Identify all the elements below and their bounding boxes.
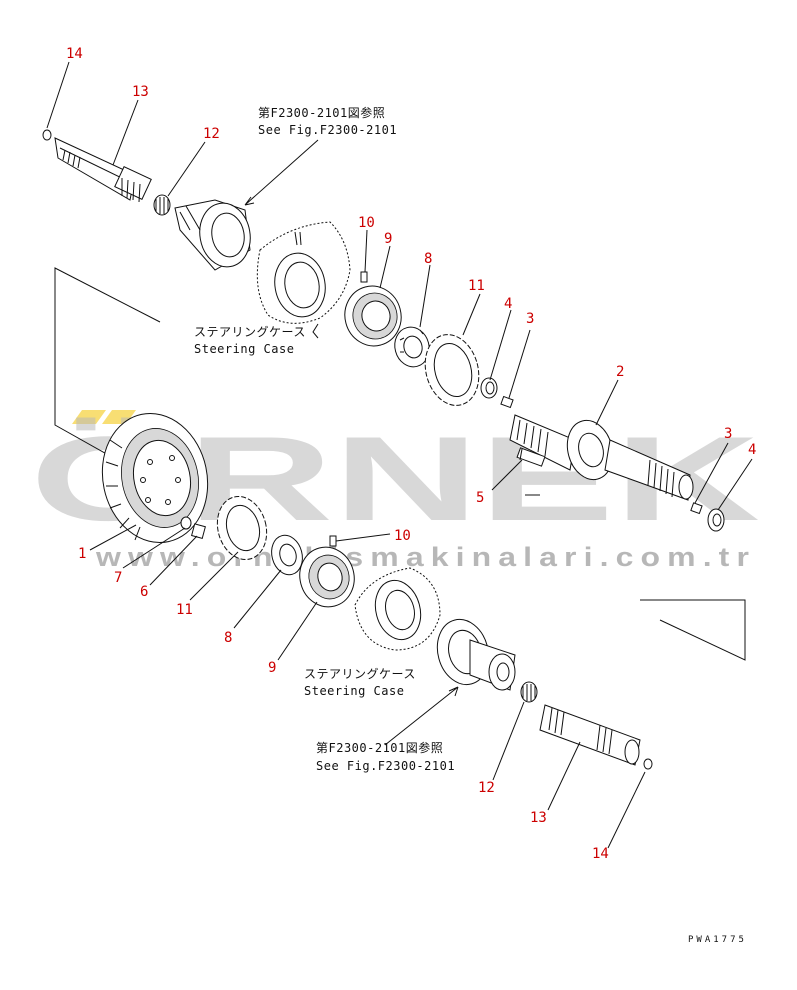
callout-10-bottom: 10: [394, 528, 411, 544]
upper-bearing-9: [344, 271, 402, 347]
lower-steering-case: [354, 567, 441, 651]
callout-14-bottom: 14: [592, 846, 609, 862]
callout-9-top: 9: [384, 231, 392, 247]
callout-1: 1: [78, 546, 86, 562]
callout-14-top: 14: [66, 46, 83, 62]
lower-hub: [436, 618, 516, 691]
upper-pin-10: [360, 271, 368, 283]
top-steering-case-en: Steering Case: [194, 342, 294, 356]
callout-11-bottom: 11: [176, 602, 193, 618]
upper-axle-shaft: [42, 129, 152, 203]
callout-4-top: 4: [504, 296, 512, 312]
lower-lock-washer-11: [216, 495, 268, 561]
lower-axle-shaft: [539, 704, 653, 770]
callout-5: 5: [476, 490, 484, 506]
upper-cap-14: [42, 129, 52, 141]
callout-13-bottom: 13: [530, 810, 547, 826]
watermark-url: www.ornekismakinalari.com.tr: [95, 542, 756, 572]
callout-6: 6: [140, 584, 148, 600]
upper-bolt-3: [500, 395, 514, 409]
callout-8-top: 8: [424, 251, 432, 267]
bottom-steering-case-jp: ステアリングケース: [304, 667, 416, 681]
upper-steering-case: [256, 221, 351, 324]
callout-12-bottom: 12: [478, 780, 495, 796]
bolt-5: [516, 447, 546, 467]
upper-lock-washer-11: [424, 334, 480, 406]
callout-4-right: 4: [748, 442, 756, 458]
callout-13-top: 13: [132, 84, 149, 100]
lower-bearing-9: [299, 535, 355, 608]
drawing-code: PWA1775: [688, 935, 747, 945]
right-snap-ring-4: [707, 508, 725, 532]
upper-bushing-12: [153, 194, 171, 216]
callout-11-top: 11: [468, 278, 485, 294]
watermark-accent-left: [72, 410, 106, 424]
assembly-frame-lines: [54, 267, 746, 661]
callout-10-top: 10: [358, 215, 375, 231]
right-bolt-3: [690, 502, 703, 515]
leader-lines: [46, 61, 753, 849]
top-reference-jp: 第F2300-2101図参照: [258, 105, 385, 120]
lower-bushing-12: [520, 681, 538, 703]
callout-2: 2: [616, 364, 624, 380]
callout-3-right: 3: [724, 426, 732, 442]
bottom-reference-jp: 第F2300-2101図参照: [316, 740, 443, 755]
top-reference-en: See Fig.F2300-2101: [258, 123, 397, 137]
upper-hub: [174, 199, 251, 271]
lower-pin-10: [329, 535, 337, 547]
callouts: 14 13 12 10 9 8 11 4 3 2 3 4 5 1 7 6 11 …: [66, 46, 756, 862]
lower-cap-14: [643, 758, 653, 770]
upper-race-8: [394, 326, 430, 368]
lower-race-8: [271, 534, 303, 576]
callout-12-top: 12: [203, 126, 220, 142]
reference-notes: 第F2300-2101図参照 See Fig.F2300-2101 ステアリング…: [194, 105, 455, 773]
callout-7: 7: [114, 570, 122, 586]
callout-8-bottom: 8: [224, 630, 232, 646]
nut-6: [191, 523, 206, 539]
callout-3-top: 3: [526, 311, 534, 327]
washer-7: [180, 516, 192, 530]
upper-snap-ring-4: [480, 377, 498, 399]
bottom-steering-case-en: Steering Case: [304, 684, 404, 698]
bottom-reference-en: See Fig.F2300-2101: [316, 759, 455, 773]
callout-9-bottom: 9: [268, 660, 276, 676]
bevel-pinion-shaft-2: [509, 414, 694, 501]
bevel-gear-1: [101, 413, 209, 543]
top-steering-case-jp: ステアリングケース: [194, 325, 306, 339]
